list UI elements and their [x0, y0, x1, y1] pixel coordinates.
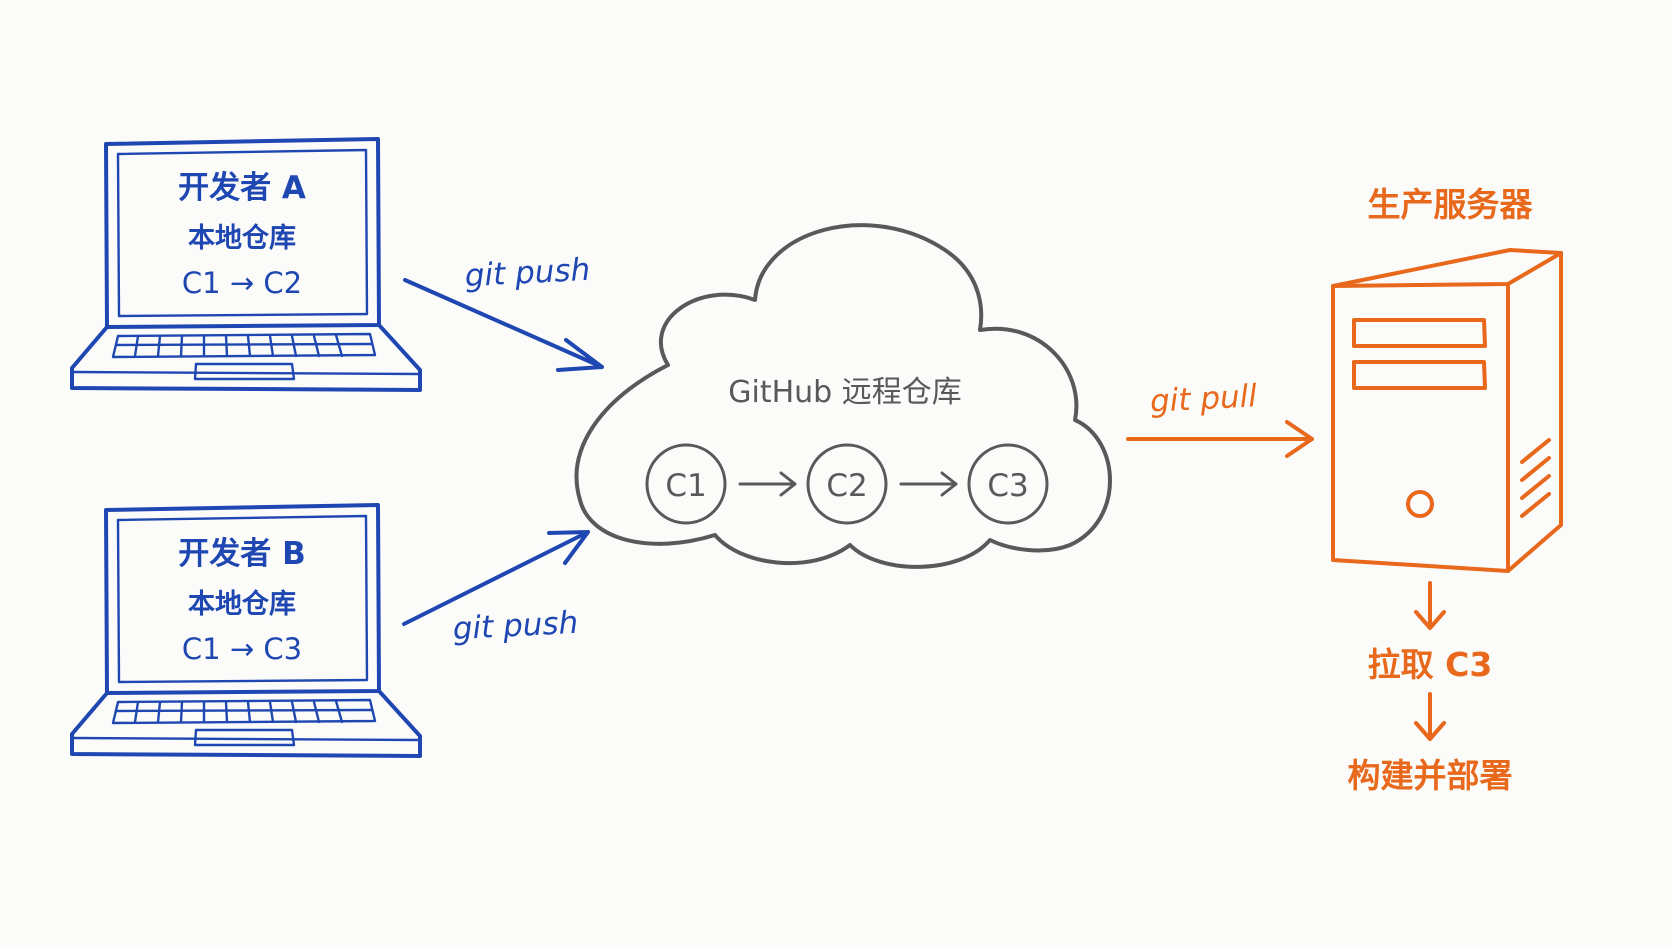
commit-label: C3 [987, 468, 1028, 504]
remote-commit-c3: C3 [967, 443, 1049, 525]
laptop-icon [70, 137, 422, 392]
github-remote-cloud: GitHub 远程仓库 C1 C2 C3 [574, 223, 1112, 569]
developer-a-title: 开发者 A [178, 170, 306, 206]
remote-commit-c2: C2 [806, 443, 888, 525]
developer-a-laptop: 开发者 A 本地仓库 C1 → C2 [70, 137, 422, 392]
arrow-icon [402, 530, 590, 626]
remote-commit-c1: C1 [645, 443, 727, 525]
pull-label: git pull [1149, 378, 1258, 420]
developer-a-subtitle: 本地仓库 [188, 223, 296, 254]
developer-b-commits: C1 → C3 [182, 632, 302, 666]
server-tower-icon [1331, 248, 1563, 573]
pull-arrow: git pull [1126, 378, 1314, 458]
arrow-icon [1414, 692, 1446, 741]
push-label-b: git push [452, 605, 579, 648]
developer-b-title: 开发者 B [178, 536, 305, 572]
developer-a-commits: C1 → C2 [182, 266, 302, 300]
push-arrow-b: git push [402, 530, 590, 648]
commit-label: C1 [665, 468, 706, 504]
server-title: 生产服务器 [1368, 185, 1534, 224]
arrow-icon [1414, 581, 1446, 630]
developer-b-laptop: 开发者 B 本地仓库 C1 → C3 [70, 503, 422, 758]
arrow-icon [1126, 420, 1314, 458]
arrow-icon [738, 471, 797, 497]
server-step-pull: 拉取 C3 [1368, 645, 1493, 684]
laptop-icon [70, 503, 422, 758]
arrow-icon [899, 471, 958, 497]
push-label-a: git push [464, 252, 591, 295]
arrow-icon [403, 278, 604, 372]
push-arrow-a: git push [403, 252, 604, 372]
commit-label: C2 [826, 468, 867, 504]
remote-title: GitHub 远程仓库 [728, 375, 962, 410]
developer-b-subtitle: 本地仓库 [188, 589, 296, 620]
cloud-icon [574, 223, 1112, 569]
production-server: 生产服务器 拉取 C3 构建并部署 [1331, 185, 1563, 795]
server-step-deploy: 构建并部署 [1348, 756, 1513, 795]
